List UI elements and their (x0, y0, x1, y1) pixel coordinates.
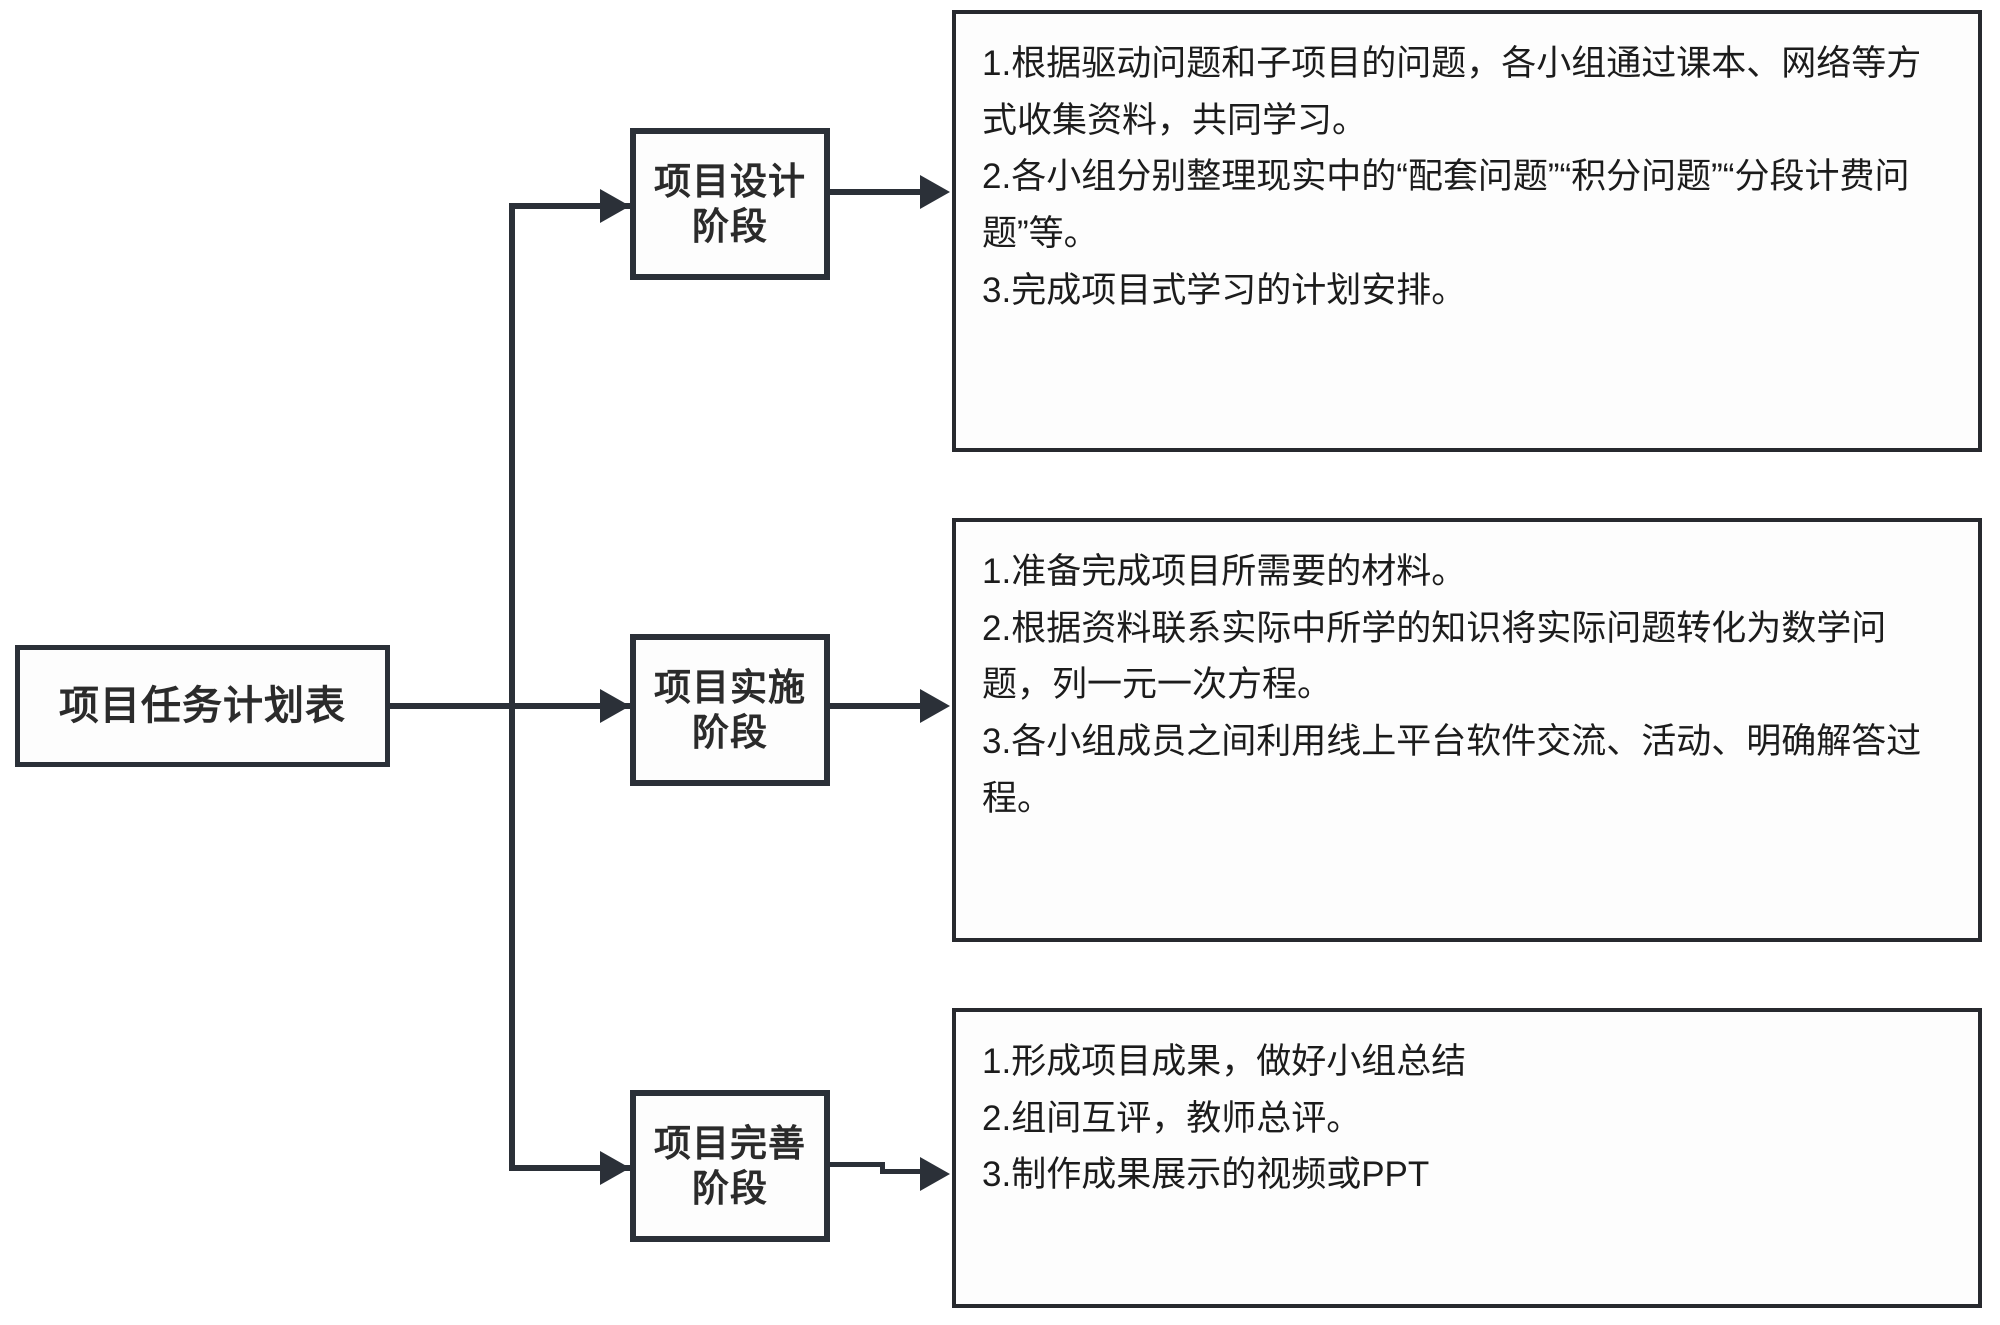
stage-node-design-label: 项目设计 阶段 (654, 159, 806, 249)
detail-line: 2.根据资料联系实际中所学的知识将实际问题转化为数学问题，列一元一次方程。 (982, 608, 1887, 705)
detail-line: 2.各小组分别整理现实中的“配套问题”“积分问题”“分段计费问题”等。 (982, 157, 1910, 254)
detail-line: 3.制作成果展示的视频或PPT (982, 1155, 1430, 1195)
connector-trunk-vertical (509, 203, 515, 1171)
detail-line: 1.准备完成项目所需要的材料。 (982, 552, 1467, 591)
root-node-label: 项目任务计划表 (59, 684, 346, 728)
stage-node-design-label-line2: 阶段 (692, 206, 768, 247)
connector-stage-3-to-detail-3-jog (880, 1162, 885, 1174)
stage-node-implement-label-line2: 阶段 (692, 712, 768, 753)
detail-line: 1.根据驱动问题和子项目的问题，各小组通过课本、网络等方式收集资料，共同学习。 (982, 44, 1922, 140)
detail-line: 3.完成项目式学习的计划安排。 (982, 270, 1467, 310)
root-node-project-task-plan[interactable]: 项目任务计划表 (15, 645, 390, 767)
arrowhead-into-detail-1 (920, 175, 950, 209)
stage-node-refine[interactable]: 项目完善 阶段 (630, 1090, 830, 1242)
detail-box-implement[interactable]: 1.准备完成项目所需要的材料。 2.根据资料联系实际中所学的知识将实际问题转化为… (952, 518, 1982, 942)
detail-box-design[interactable]: 1.根据驱动问题和子项目的问题，各小组通过课本、网络等方式收集资料，共同学习。 … (952, 10, 1982, 452)
detail-line: 3.各小组成员之间利用线上平台软件交流、活动、明确解答过程。 (982, 722, 1922, 818)
arrowhead-into-stage-2 (600, 689, 630, 723)
detail-line: 1.形成项目成果，做好小组总结 (982, 1042, 1467, 1081)
arrowhead-into-detail-3 (920, 1157, 950, 1191)
connector-stage-1-to-detail-1 (830, 189, 922, 195)
detail-line: 2.组间互评，教师总评。 (982, 1098, 1362, 1138)
stage-node-implement[interactable]: 项目实施 阶段 (630, 634, 830, 786)
connector-stage-3-to-detail-3-seg-b (880, 1169, 922, 1174)
stage-node-refine-label-line1: 项目完善 (654, 1122, 806, 1164)
detail-box-refine[interactable]: 1.形成项目成果，做好小组总结 2.组间互评，教师总评。 3.制作成果展示的视频… (952, 1008, 1982, 1308)
connector-stage-2-to-detail-2 (830, 703, 922, 709)
stage-node-design-label-line1: 项目设计 (654, 160, 806, 202)
stage-node-implement-label: 项目实施 阶段 (654, 665, 806, 755)
arrowhead-into-stage-1 (600, 189, 630, 223)
stage-node-design[interactable]: 项目设计 阶段 (630, 128, 830, 280)
connector-stage-3-to-detail-3-seg-a (830, 1162, 885, 1167)
stage-node-refine-label: 项目完善 阶段 (654, 1121, 806, 1211)
connector-branch-stage-3 (509, 1165, 636, 1171)
connector-branch-stage-1 (509, 203, 636, 209)
arrowhead-into-stage-3 (600, 1151, 630, 1185)
stage-node-refine-label-line2: 阶段 (692, 1168, 768, 1209)
stage-node-implement-label-line1: 项目实施 (654, 666, 806, 708)
arrowhead-into-detail-2 (920, 689, 950, 723)
